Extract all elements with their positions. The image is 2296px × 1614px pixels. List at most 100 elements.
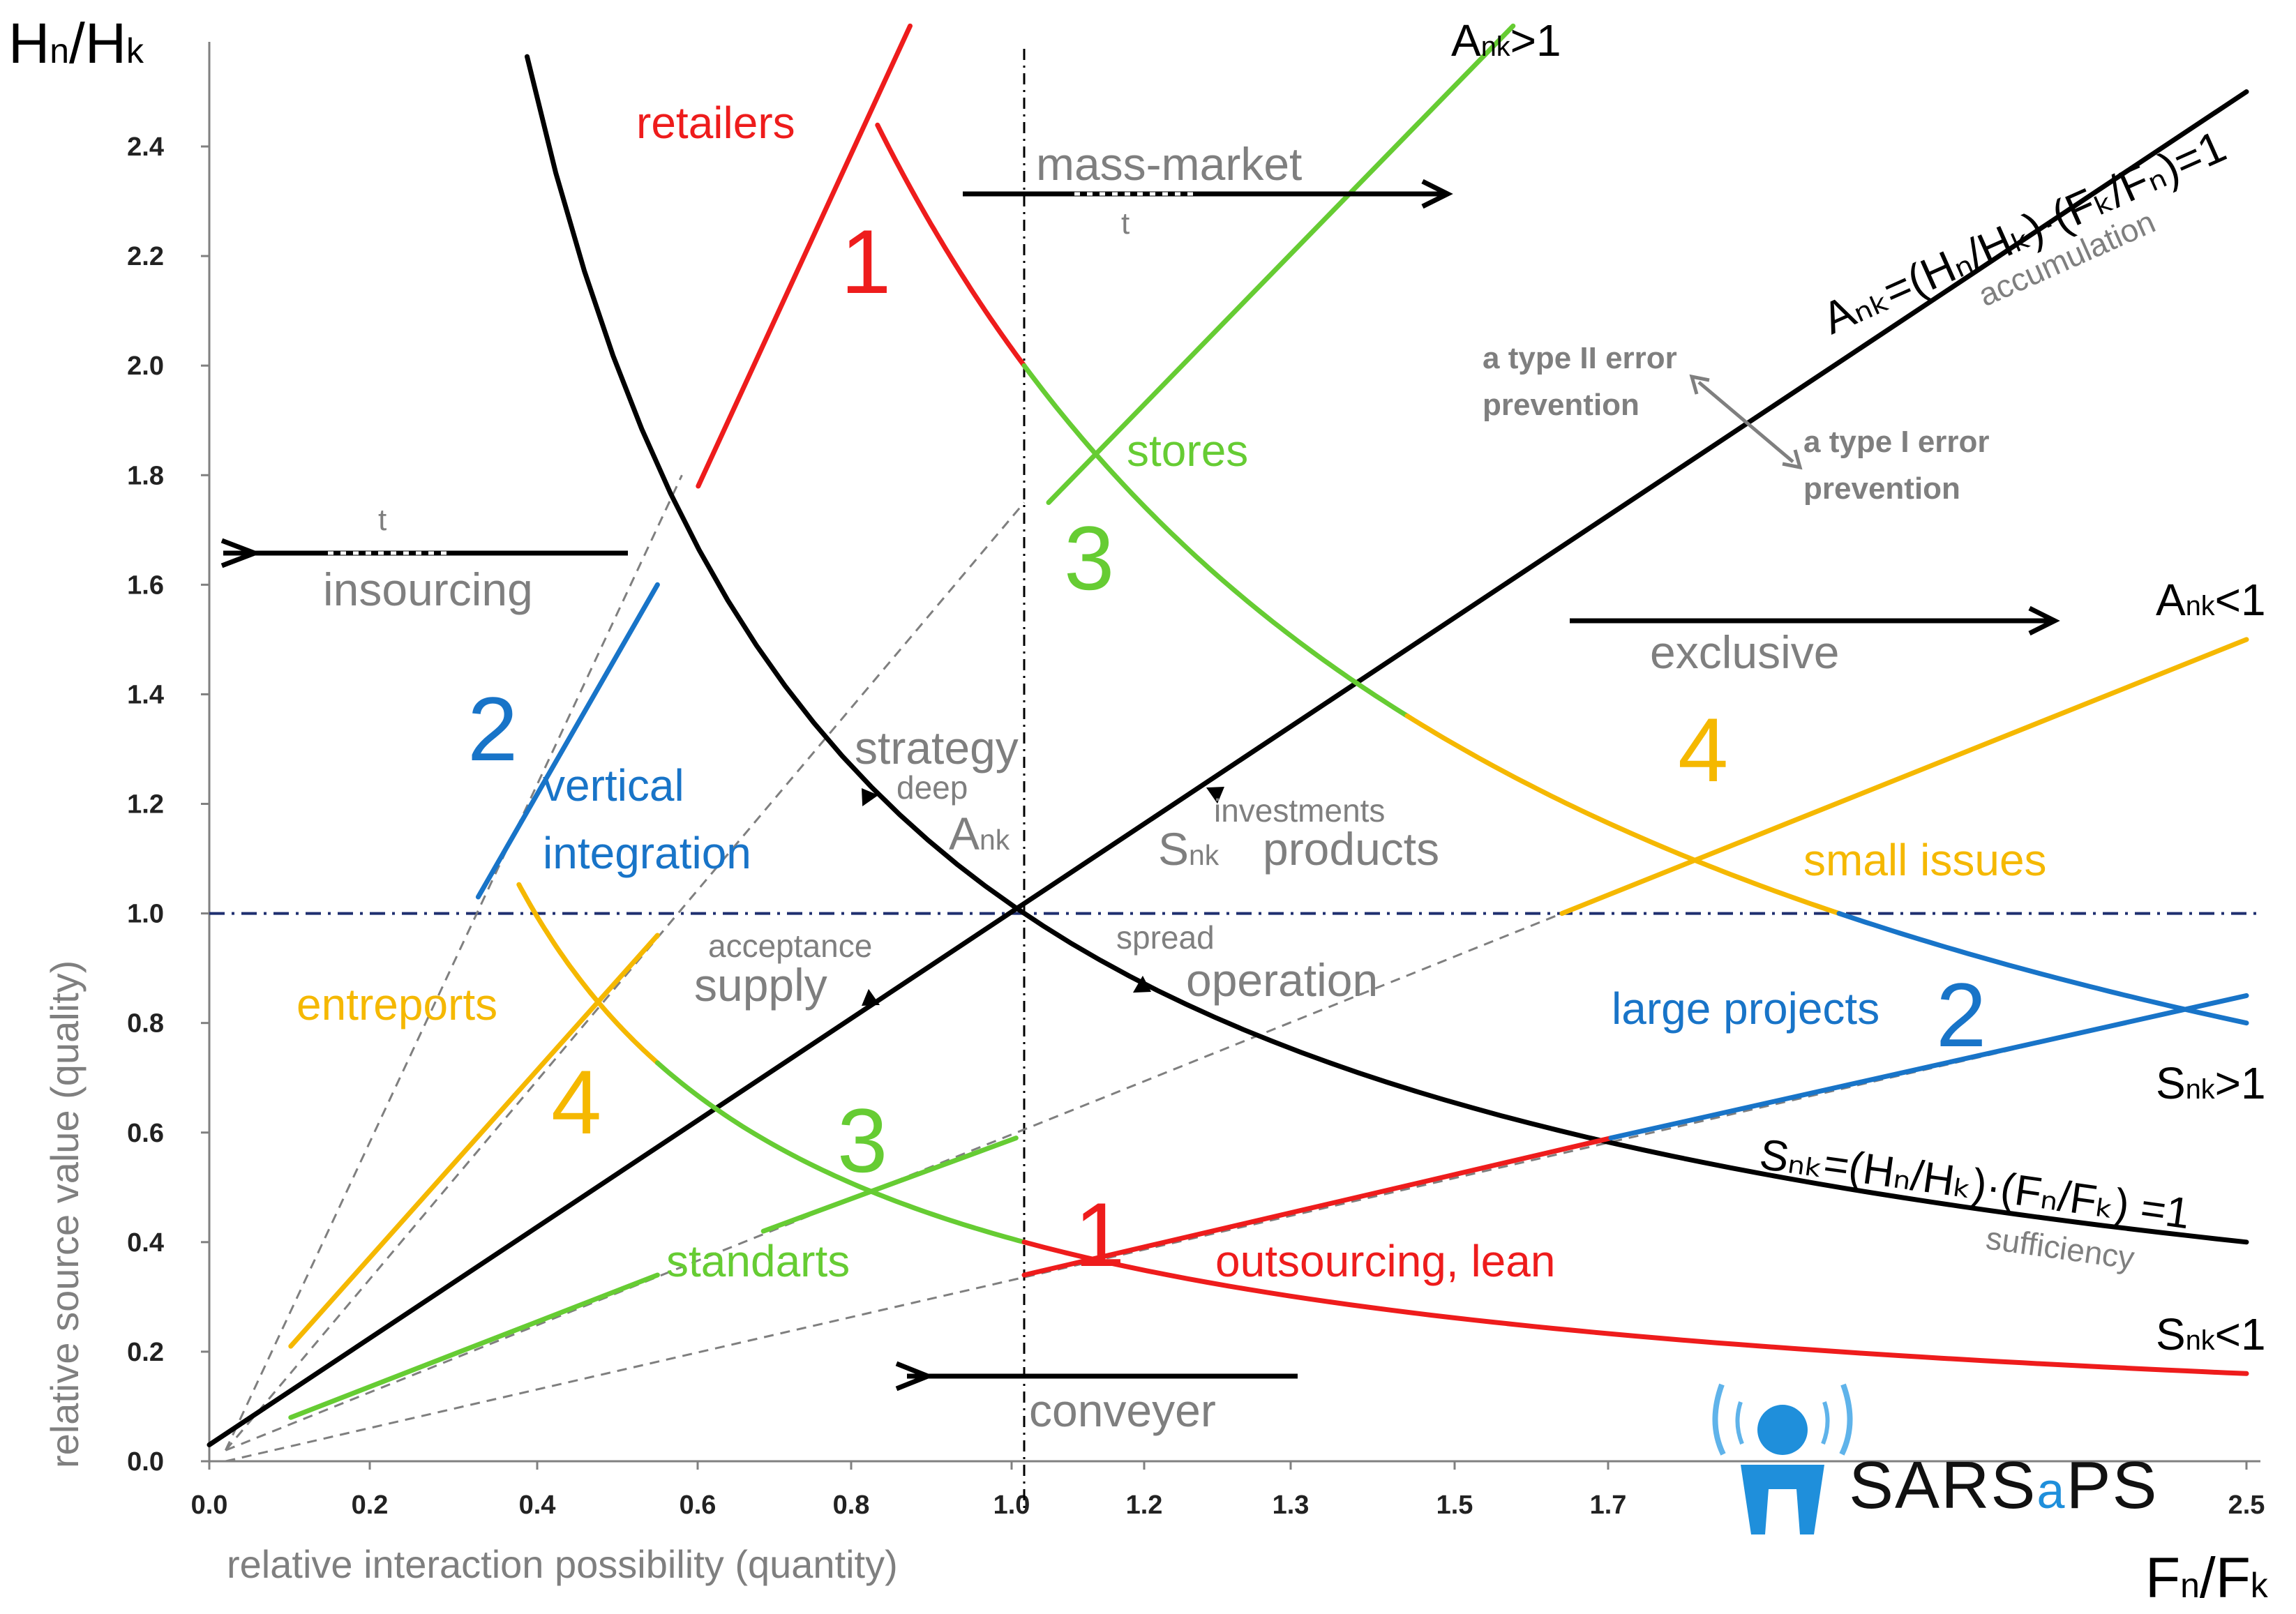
logo-text: SARSaPS xyxy=(1849,1447,2159,1524)
logo-text-b: a xyxy=(2036,1463,2066,1519)
logo-body xyxy=(1741,1465,1824,1534)
curve-snk-gt1-blue-2 xyxy=(1836,911,2249,1026)
quadrant-number-4-left: 4 xyxy=(551,1051,601,1153)
x-axis-symbol: Fn/Fk xyxy=(2145,1546,2269,1610)
label-standarts: standarts xyxy=(666,1236,850,1286)
quadrant-number-3-top: 3 xyxy=(1064,507,1114,609)
arrow-strategy xyxy=(862,788,879,807)
quadrant-number-4-right: 4 xyxy=(1678,699,1728,801)
label-retailers: retailers xyxy=(636,98,795,148)
labels: 11223344retailersstoresverticalintegrati… xyxy=(297,15,2266,1534)
mass-market-arrow-head xyxy=(1421,179,1453,209)
curve-snk-lt1-yellow xyxy=(516,882,660,1066)
y-tick-label: 1.2 xyxy=(127,790,164,820)
y-tick-label: 1.4 xyxy=(127,680,164,709)
label-entreports: entreports xyxy=(297,979,497,1030)
ray-ank-lt-yellow xyxy=(1559,637,2249,917)
y-tick-label: 2.0 xyxy=(127,352,164,381)
x-tick-label: 0.0 xyxy=(191,1491,228,1520)
insourcing-tail xyxy=(220,538,262,568)
curve-snk-lt1-red xyxy=(1021,1239,2249,1376)
x-tick-label: 2.5 xyxy=(2228,1491,2265,1520)
label-snk-lt1: Snk<1 xyxy=(2156,1309,2266,1359)
label-snk-center: Snk xyxy=(1158,823,1220,875)
label-mass-market: mass-market xyxy=(1036,138,1302,190)
x-tick-label: 0.6 xyxy=(680,1491,716,1520)
label-vertical: vertical xyxy=(543,760,684,810)
x-tick-label: 1.3 xyxy=(1273,1491,1310,1520)
label-type1-a: a type I error xyxy=(1803,425,1990,459)
error-arrow-head-1 xyxy=(1689,374,1710,395)
x-tick-label: 1.5 xyxy=(1436,1491,1473,1520)
error-double-arrow xyxy=(1697,381,1794,463)
label-ank-equation: Aₙₖ=(Hₙ/Hₖ)·(Fₖ/Fₙ)=1 xyxy=(1815,121,2233,344)
ray-ank-lt-green xyxy=(288,1272,660,1420)
y-tick-label: 0.2 xyxy=(127,1338,164,1367)
curves xyxy=(207,23,2249,1447)
label-stores: stores xyxy=(1127,425,1248,476)
label-t-mass-market: t xyxy=(1121,206,1130,241)
y-tick-label: 1.6 xyxy=(127,571,164,600)
arrow-supply xyxy=(862,988,880,1006)
line-ank-eq-1 xyxy=(207,89,2249,1447)
logo-wave-right-inner xyxy=(1821,1401,1830,1445)
error-arrow-head-2 xyxy=(1782,449,1803,470)
label-operation: operation xyxy=(1186,954,1378,1006)
curve-snk-lt1-green xyxy=(654,1060,1027,1245)
arrow-operation-shape xyxy=(1132,975,1151,993)
x-tick-label: 1.7 xyxy=(1590,1491,1627,1520)
quadrant-number-1-bottom: 1 xyxy=(1074,1184,1125,1285)
label-supply: supply xyxy=(694,959,827,1011)
label-ank-lt1: Ank<1 xyxy=(2156,575,2266,625)
y-tick-label: 1.0 xyxy=(127,900,164,929)
arrow-strategy-shape xyxy=(862,788,879,807)
ray-ank-red xyxy=(696,23,913,489)
logo-wave-left xyxy=(1712,1383,1726,1456)
label-ank-center: Ank xyxy=(949,808,1010,859)
label-integration: integration xyxy=(543,828,751,878)
y-tick-label: 2.4 xyxy=(127,133,164,162)
quadrant-number-2-left: 2 xyxy=(467,678,518,780)
x-tick-label: 0.2 xyxy=(352,1491,389,1520)
dashed-guide-ray xyxy=(225,474,683,1451)
curve-snk-gt1-green xyxy=(1021,363,1410,718)
ray-ank-green xyxy=(1046,23,1516,505)
y-tick-label: 0.0 xyxy=(127,1447,164,1477)
quadrant-number-2-right: 2 xyxy=(1936,964,1986,1066)
conveyer-tail xyxy=(895,1361,935,1391)
x-tick-label: 1.2 xyxy=(1126,1491,1163,1520)
arrow-operation xyxy=(1132,975,1151,993)
quadrant-number-3-bottom: 3 xyxy=(837,1089,887,1191)
label-deep: deep xyxy=(896,769,968,806)
label-ank-gt1: Ank>1 xyxy=(1451,15,1561,66)
curve-snk-gt1-red xyxy=(875,122,1027,368)
label-exclusive: exclusive xyxy=(1650,626,1839,678)
curve-snk-gt1-yellow xyxy=(1404,713,1842,917)
logo-wave-left-inner xyxy=(1735,1401,1744,1445)
y-tick-label: 0.4 xyxy=(127,1228,164,1258)
label-type2-b: prevention xyxy=(1483,388,1640,422)
label-strategy: strategy xyxy=(855,722,1019,774)
logo-text-c: PS xyxy=(2066,1448,2159,1523)
label-products: products xyxy=(1263,823,1439,875)
ray-ank-lt-red xyxy=(1021,1136,1614,1278)
x-tick-label: 0.8 xyxy=(833,1491,870,1520)
label-spread: spread xyxy=(1116,919,1215,956)
label-acceptance: acceptance xyxy=(708,928,872,964)
x-tick-label: 0.4 xyxy=(519,1491,556,1520)
ray-ank-blue xyxy=(475,582,660,900)
arrow-supply-shape xyxy=(862,988,880,1006)
label-type2-a: a type II error xyxy=(1483,341,1677,375)
exclusive-arrow-head xyxy=(2028,605,2060,636)
ray-ank-lt-blue xyxy=(1608,993,2249,1141)
label-conveyer: conveyer xyxy=(1029,1385,1216,1436)
label-investments: investments xyxy=(1214,792,1385,829)
label-insourcing: insourcing xyxy=(323,564,533,615)
logo-icon xyxy=(1712,1383,1853,1534)
label-small-issues: small issues xyxy=(1803,835,2047,885)
ray-ank-lt-green-2 xyxy=(760,1136,1019,1234)
y-axis-label: relative source value (quality) xyxy=(43,960,87,1468)
label-outsourcing: outsourcing, lean xyxy=(1215,1236,1555,1286)
